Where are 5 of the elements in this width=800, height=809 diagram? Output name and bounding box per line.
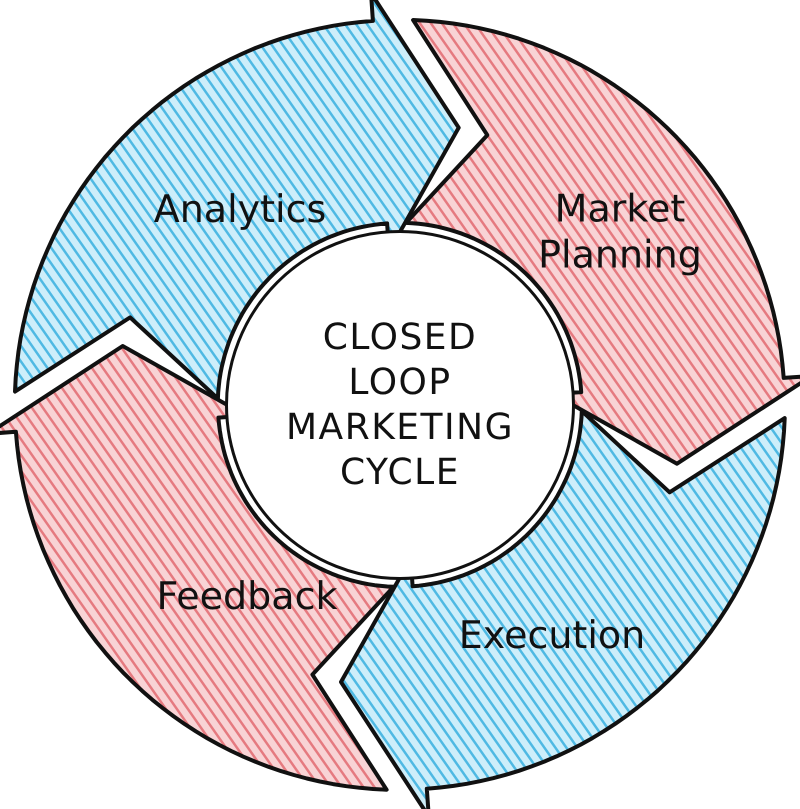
segment-label: Execution [458,613,646,659]
segment-label: Market Planning [537,186,703,278]
segment-label: Feedback [156,574,338,620]
segment-label: Analytics [152,187,328,233]
center-title: CLOSED LOOP MARKETING CYCLE [285,316,515,495]
